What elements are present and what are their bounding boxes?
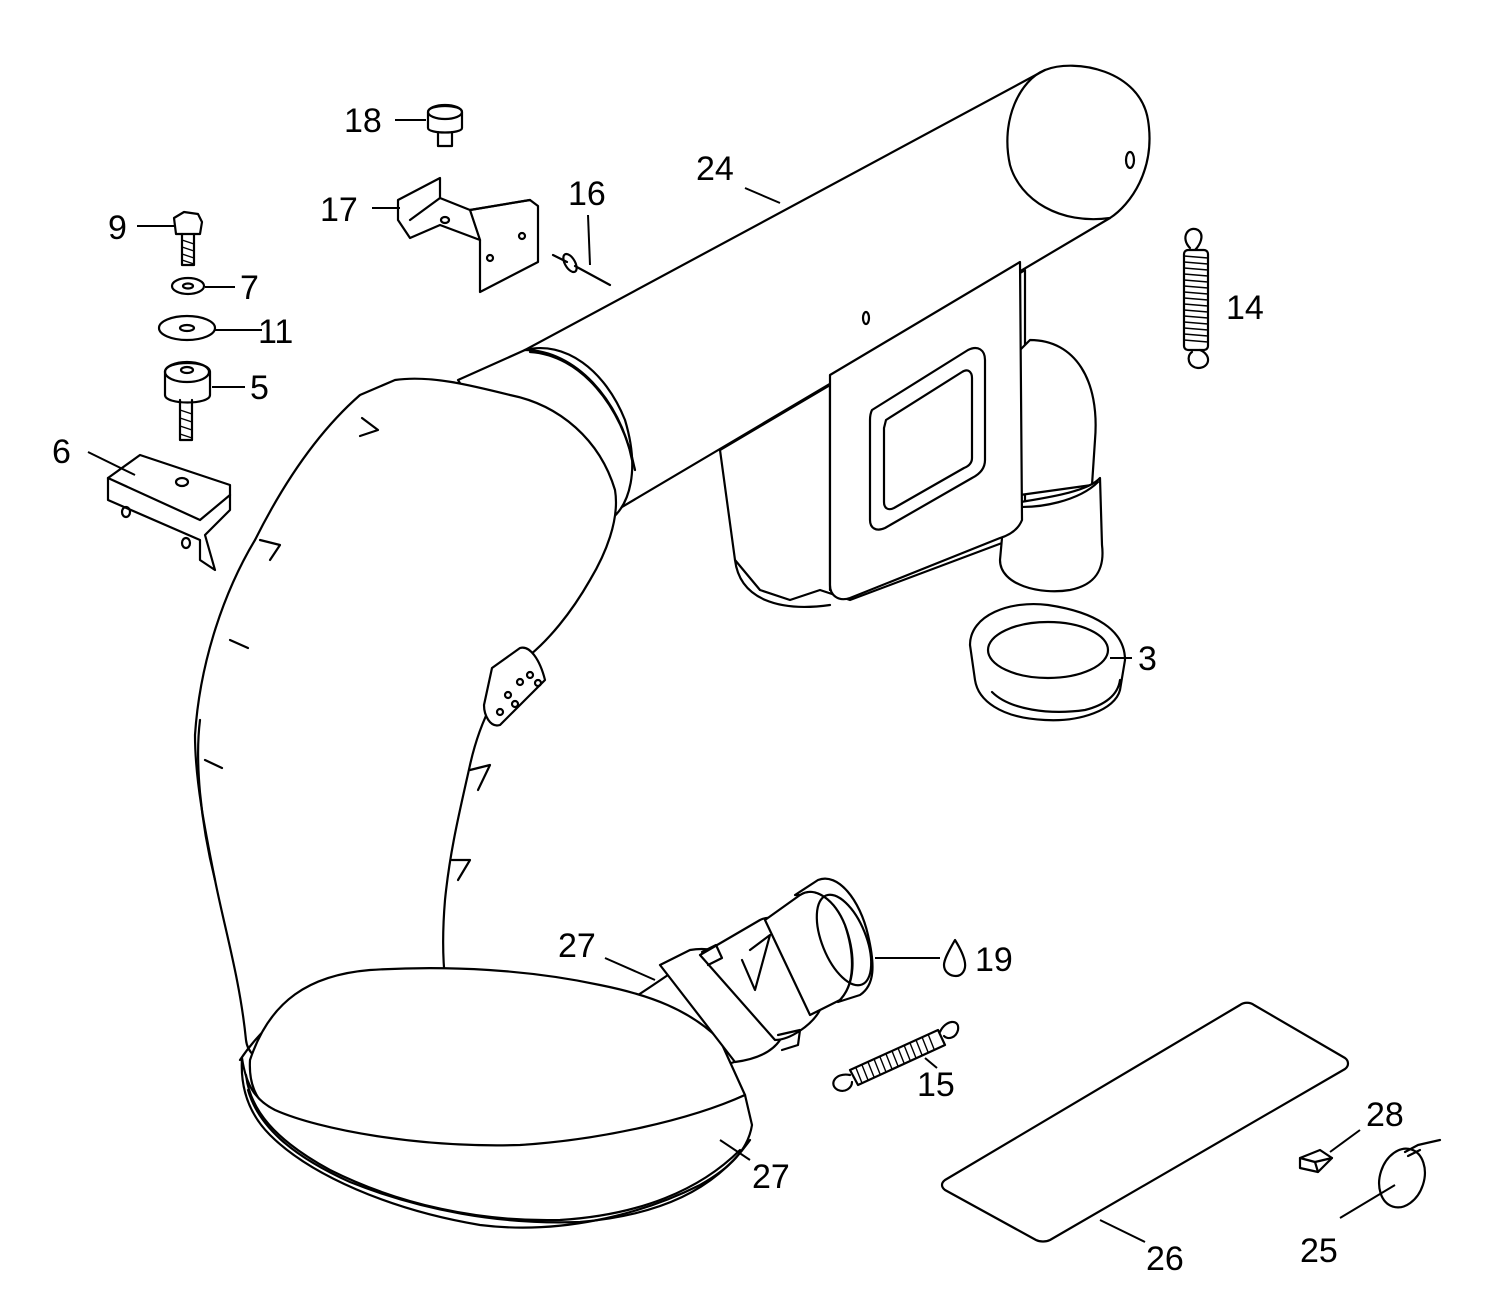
washer-part-11 [157,314,217,342]
grommet-part-3 [968,603,1127,722]
bracket-part-6 [106,453,232,572]
callout-3: 3 [1138,640,1157,678]
sealant-drop-part-19 [942,938,967,978]
callout-24: 24 [696,150,734,188]
callout-18: 18 [344,102,382,140]
callout-15: 15 [917,1066,955,1104]
rivet-part-16 [551,252,612,287]
callout-27-lower: 27 [752,1158,790,1196]
callout-28: 28 [1366,1096,1404,1134]
leader-lines [87,119,1396,1243]
exhaust-pipe-part-27 [193,377,874,1229]
clamp-part-25 [1378,1138,1442,1209]
callout-11: 11 [258,313,293,351]
callout-6: 6 [52,433,71,471]
callout-14: 14 [1226,289,1264,327]
muffler-part-24 [458,64,1151,608]
callout-17: 17 [320,191,358,229]
callout-19: 19 [975,941,1013,979]
callout-26: 26 [1146,1240,1184,1278]
label-part-26 [940,1001,1350,1243]
callout-16: 16 [568,175,606,213]
spring-part-15 [832,1020,960,1092]
callout-25: 25 [1300,1232,1338,1270]
callout-5: 5 [250,369,269,407]
callout-7: 7 [240,269,259,307]
cap-nut-part-18 [426,103,464,148]
bracket-part-17 [396,176,540,294]
washer-part-7 [170,276,206,296]
callout-27-upper: 27 [558,927,596,965]
callout-labels: 3 5 6 7 9 11 14 15 16 17 18 19 24 25 26 … [52,102,1404,1278]
callout-9: 9 [108,209,127,247]
rubber-mount-part-5 [163,360,212,442]
spring-part-14 [1182,227,1210,370]
bolt-part-9 [172,210,204,267]
clip-part-28 [1298,1148,1334,1174]
